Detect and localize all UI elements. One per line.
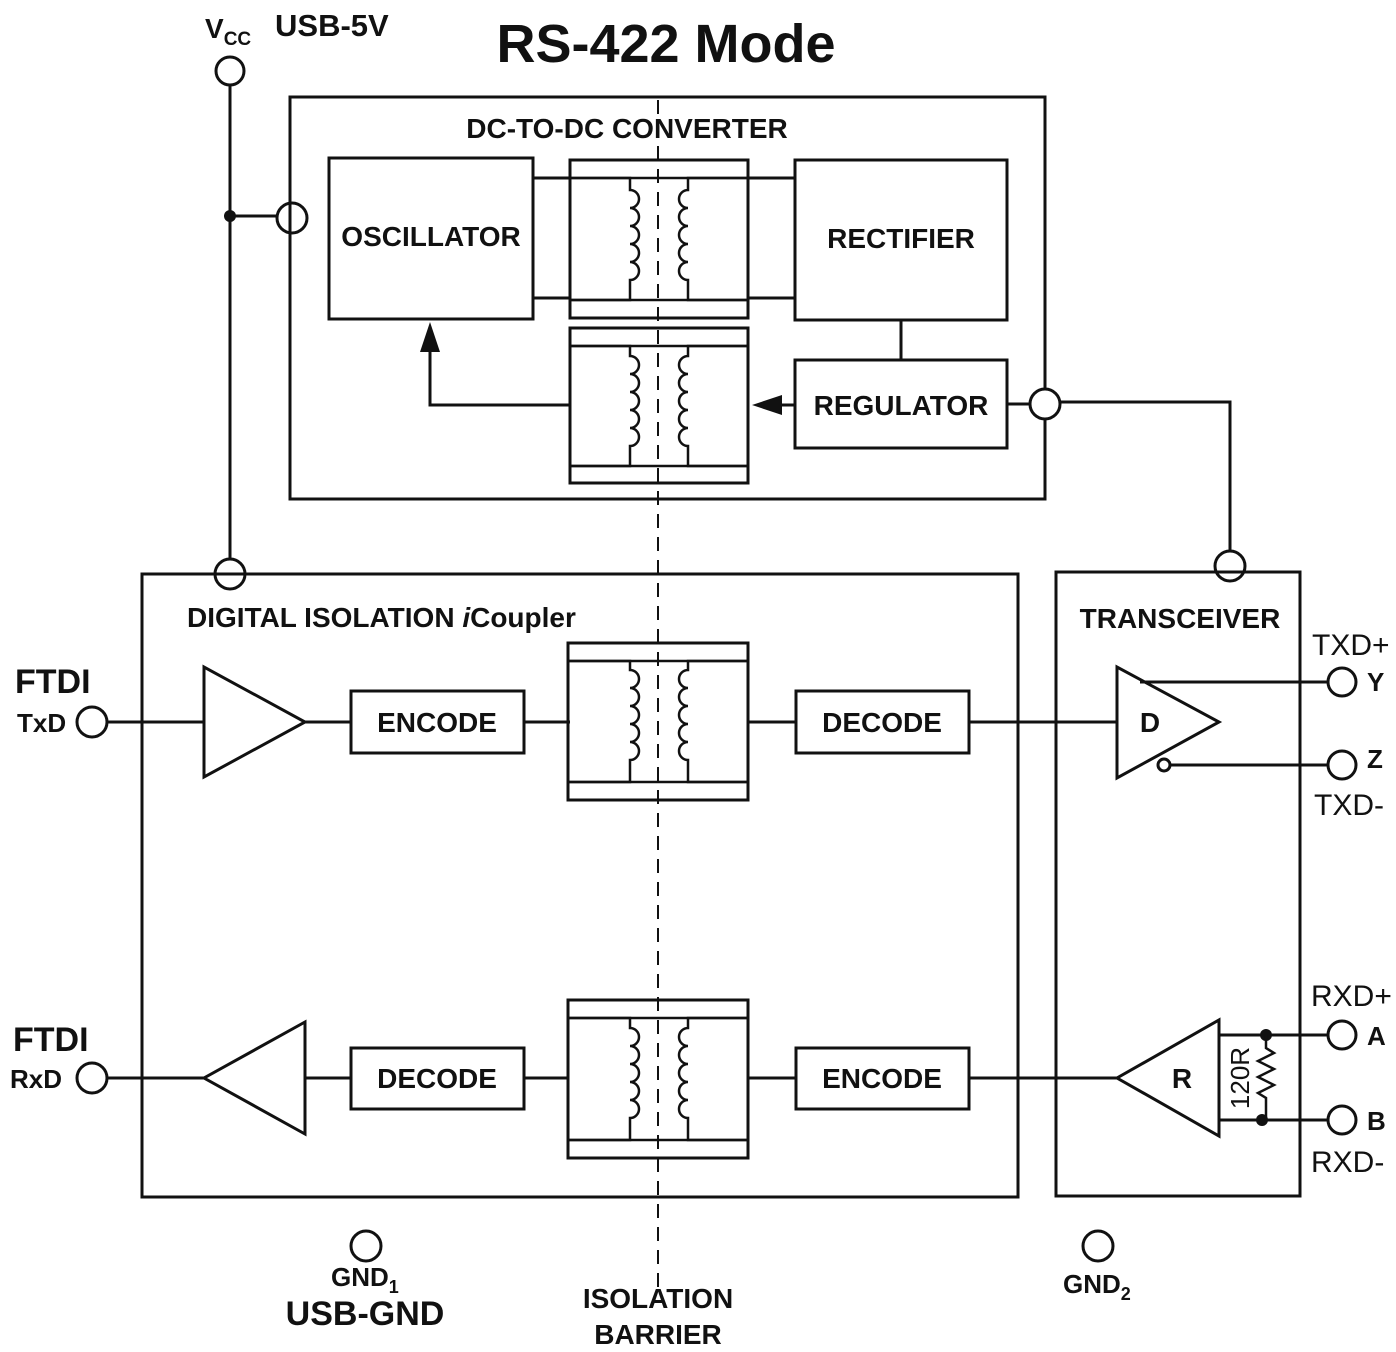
ftdi-txd-label: TxD — [17, 708, 66, 738]
isolation-barrier-label-line1: ISOLATION — [583, 1283, 733, 1314]
osc-feedback-wire — [428, 345, 570, 407]
transceiver: TRANSCEIVER D R 120R — [1054, 570, 1328, 1198]
driver-icon — [1115, 664, 1223, 781]
diagram-title: RS-422 Mode — [496, 14, 835, 74]
feedback-arrow-icon — [752, 395, 782, 415]
dcdc-output-pin — [1028, 387, 1062, 421]
isolator-title-italic: i — [462, 602, 471, 633]
rx-encode-label: ENCODE — [822, 1063, 942, 1094]
pin-y — [1326, 666, 1358, 698]
driver-invert-bubble — [1156, 757, 1172, 773]
vcc-junction-dot — [224, 210, 236, 222]
tx-encode-label: ENCODE — [377, 707, 497, 738]
tx-buffer-icon — [202, 664, 309, 780]
transceiver-vcc-pin — [1213, 549, 1247, 583]
termination-resistor-icon — [1255, 1035, 1277, 1120]
vcc-pin — [214, 55, 246, 87]
pin-z — [1326, 749, 1358, 781]
dcdc-converter: DC-TO-DC CONVERTER OSCILLATOR RECTIFIER … — [288, 95, 1247, 583]
gnd2-subscript: 2 — [1121, 1284, 1131, 1304]
transceiver-box — [1054, 570, 1302, 1198]
vcc-subscript: CC — [224, 29, 252, 50]
pin-y-label: Y — [1367, 667, 1384, 697]
digital-isolator: DIGITAL ISOLATION iCoupler ENCODE DECODE… — [106, 572, 1020, 1199]
ftdi-rxd-header: FTDI — [13, 1021, 89, 1059]
regulator-label: REGULATOR — [814, 390, 989, 421]
gnd1-label: GND1 — [331, 1262, 399, 1297]
ftdi-rxd-label: RxD — [10, 1064, 62, 1094]
rx-buffer-icon — [200, 1019, 307, 1137]
gnd2-label: GND2 — [1063, 1269, 1131, 1304]
pin-a-label: A — [1367, 1021, 1386, 1051]
receiver-label: R — [1172, 1063, 1192, 1094]
dcdc-title: DC-TO-DC CONVERTER — [466, 113, 787, 144]
power-transformer-icon — [568, 158, 750, 320]
rx-decode-label: DECODE — [377, 1063, 497, 1094]
oscillator-block — [327, 156, 535, 321]
oscillator-arrow-icon — [420, 322, 440, 352]
pin-b — [1326, 1104, 1358, 1136]
pin-a — [1326, 1019, 1358, 1051]
pin-z-label: Z — [1367, 744, 1383, 774]
gnd1-pin — [349, 1229, 383, 1263]
isolator-box — [140, 572, 1020, 1199]
txd-minus-label: TXD- — [1314, 789, 1384, 822]
ftdi-rxd-pin — [75, 1061, 109, 1095]
oscillator-label: OSCILLATOR — [341, 221, 520, 252]
usb-5v-label: USB-5V — [275, 8, 389, 43]
rxd-plus-label: RXD+ — [1311, 980, 1392, 1013]
txd-plus-label: TXD+ — [1312, 629, 1390, 662]
gnd1-subscript: 1 — [389, 1277, 399, 1297]
rxd-minus-label: RXD- — [1311, 1146, 1384, 1179]
isolation-barrier-label-line2: BARRIER — [594, 1319, 722, 1350]
pin-b-label: B — [1367, 1106, 1386, 1136]
transceiver-title: TRANSCEIVER — [1080, 603, 1281, 634]
vout-wire — [1060, 400, 1232, 550]
receiver-icon — [1113, 1017, 1221, 1139]
driver-label: D — [1140, 707, 1160, 738]
rectifier-label: RECTIFIER — [827, 223, 975, 254]
vcc-symbol: V — [205, 13, 224, 44]
dcdc-box — [288, 95, 1047, 501]
gnd2-pin — [1081, 1229, 1115, 1263]
ftdi-txd-header: FTDI — [15, 663, 91, 701]
usb-gnd-label: USB-GND — [286, 1295, 445, 1333]
tx-decode-label: DECODE — [822, 707, 942, 738]
dcdc-input-pin — [275, 201, 309, 235]
ftdi-txd-pin — [75, 705, 109, 739]
termination-resistor-label: 120R — [1225, 1047, 1255, 1109]
isolator-title: DIGITAL ISOLATION iCoupler — [187, 602, 576, 633]
vcc-label: VCC — [205, 13, 251, 50]
